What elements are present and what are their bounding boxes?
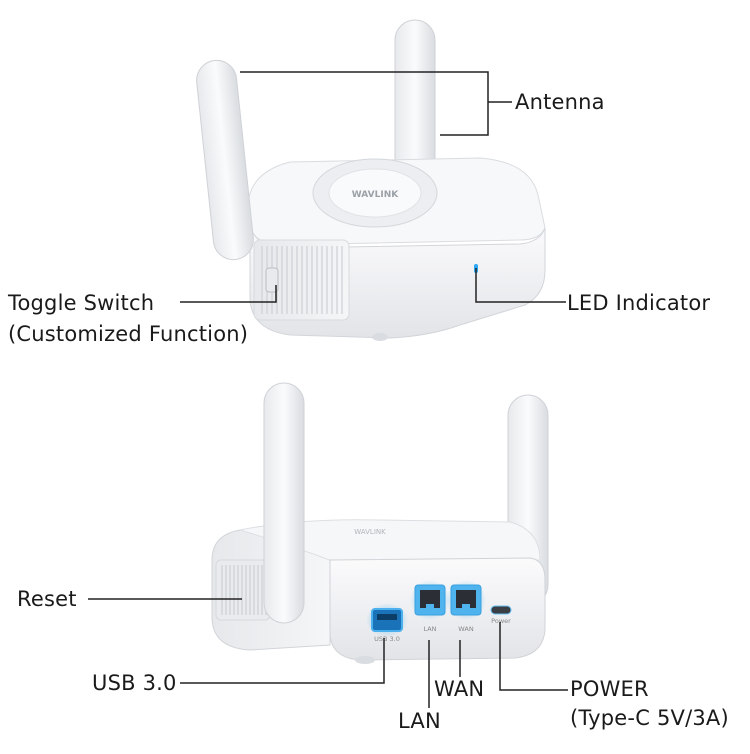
- usb-leader: [180, 638, 385, 684]
- callout-power-spec: (Type-C 5V/3A): [570, 706, 729, 730]
- power-port-icon: [490, 605, 512, 615]
- callout-antenna: Antenna: [515, 90, 605, 114]
- top-router: WAVLINK: [196, 19, 546, 341]
- brand-logo-bottom: WAVLINK: [354, 528, 386, 536]
- port-label-wan: WAN: [458, 625, 474, 633]
- callout-toggle-switch: Toggle Switch: [8, 291, 155, 315]
- port-label-power: Power: [491, 617, 511, 625]
- antenna-front-left-icon: [263, 382, 305, 624]
- brand-logo: WAVLINK: [352, 190, 399, 200]
- leader-lines: [88, 71, 568, 708]
- vent-ring-icon: [312, 158, 438, 228]
- callout-wan: WAN: [434, 677, 485, 701]
- toggle-switch-icon: [265, 267, 279, 293]
- callout-toggle-function: (Customized Function): [8, 322, 249, 346]
- callout-power: POWER: [570, 677, 649, 701]
- port-label-usb: USB 3.0: [374, 635, 400, 643]
- led-leader: [475, 268, 566, 303]
- side-vent-icon: [253, 239, 350, 321]
- lan-port-icon: [414, 584, 446, 616]
- callout-led-indicator: LED Indicator: [567, 291, 711, 315]
- port-label-lan: LAN: [423, 625, 436, 633]
- callout-usb: USB 3.0: [92, 671, 177, 695]
- callout-reset: Reset: [17, 587, 77, 611]
- callout-lan: LAN: [398, 709, 441, 733]
- bottom-router: WAVLINK USB 3.0 LAN WAN Power: [211, 382, 549, 664]
- power-leader: [499, 622, 568, 691]
- antenna-leader: [240, 71, 489, 136]
- toggle-leader: [180, 285, 277, 303]
- antenna-left-icon: [196, 59, 254, 261]
- side-vent-bottom-icon: [215, 559, 271, 621]
- wan-port-icon: [450, 584, 482, 616]
